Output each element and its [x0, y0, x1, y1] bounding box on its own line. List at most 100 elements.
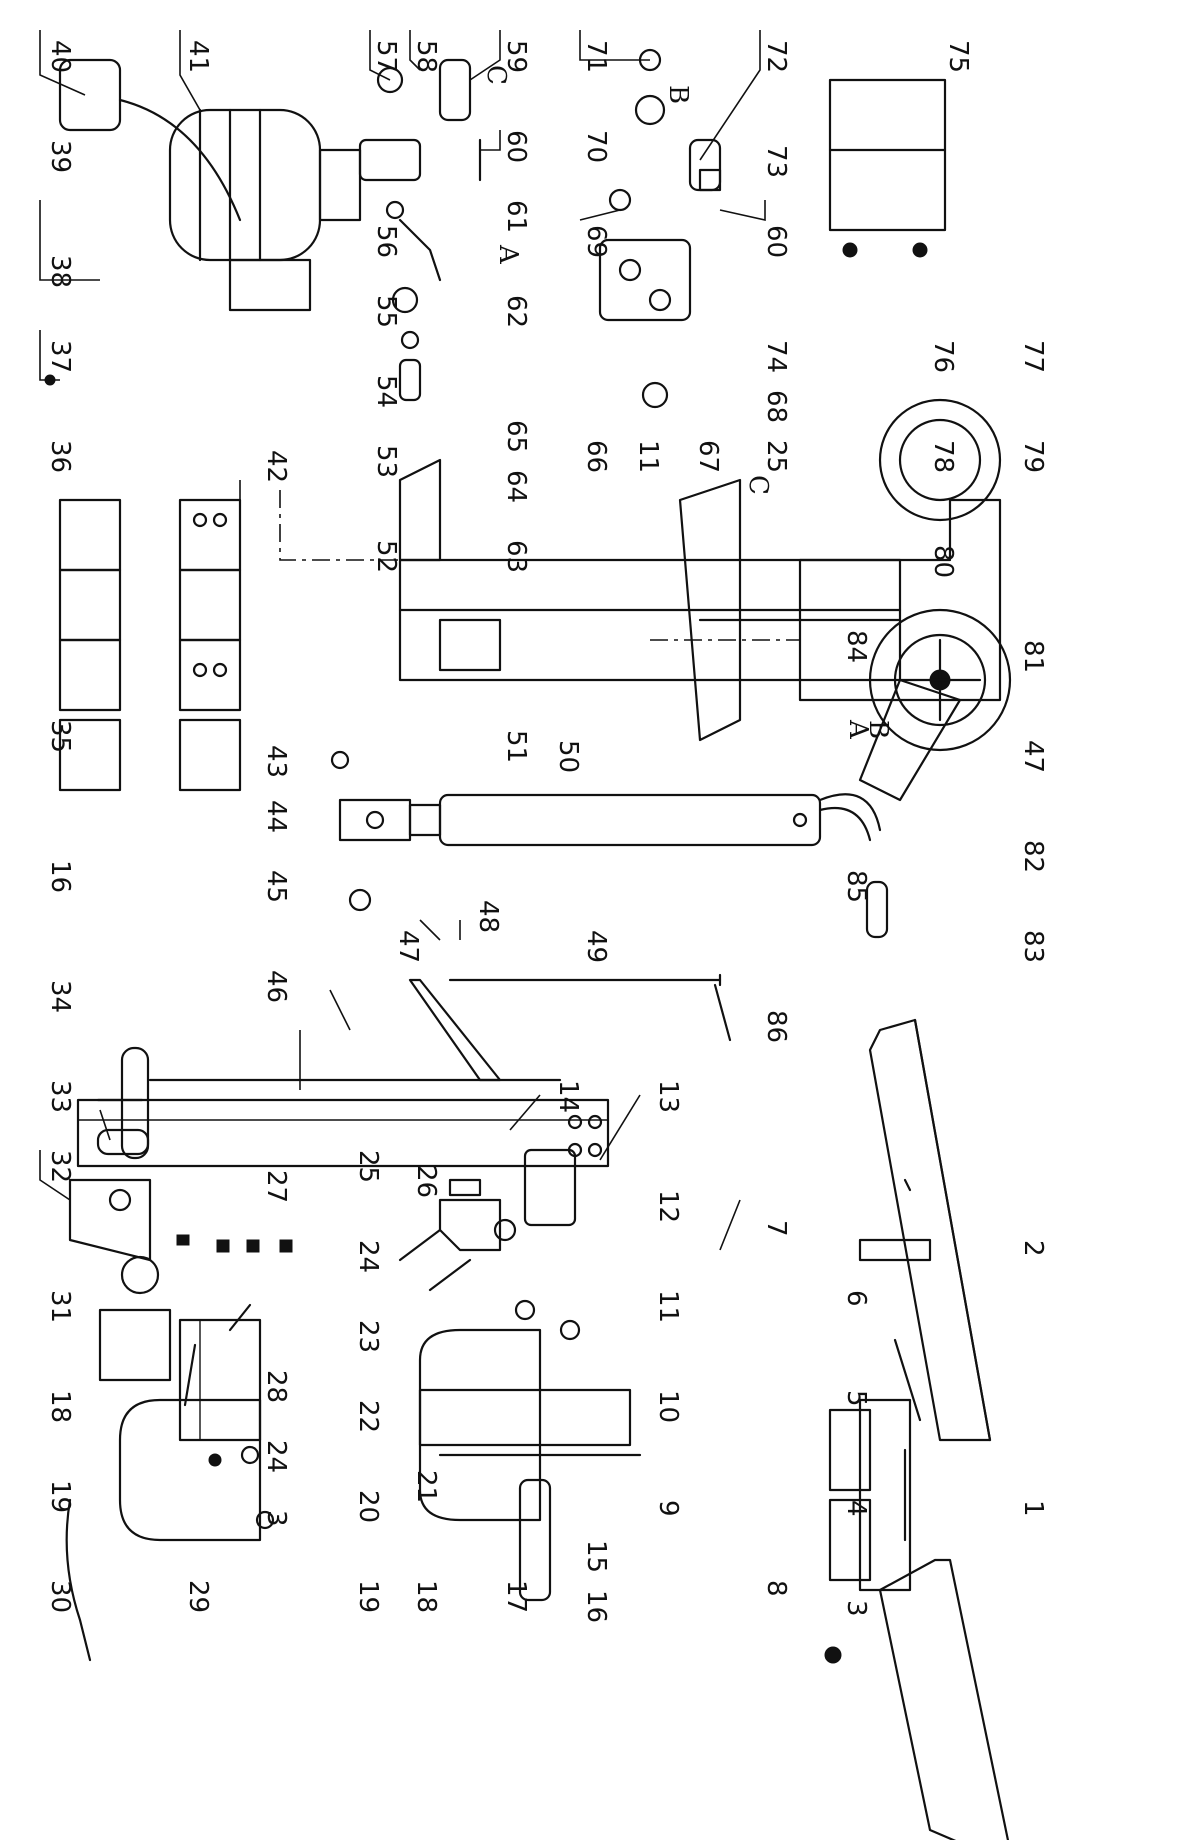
- part-number-labels: 40 41 57 58 59 71 72 75 39 60 70 73 61 5…: [45, 40, 1048, 1623]
- label-9: 9: [653, 1500, 683, 1517]
- label-4: 4: [841, 1500, 871, 1517]
- label-29: 29: [183, 1580, 213, 1613]
- work-table-2: [858, 1018, 992, 1442]
- lever-48: [408, 973, 732, 1082]
- label-64: 64: [501, 470, 531, 503]
- label-15: 15: [581, 1540, 611, 1573]
- letter-a-cylinder: A: [843, 719, 873, 740]
- label-39: 39: [45, 140, 75, 173]
- label-54: 54: [371, 375, 401, 408]
- label-59: 59: [501, 40, 531, 73]
- label-19-bot: 19: [353, 1580, 383, 1613]
- cutting-wedge: [68, 1178, 160, 1295]
- letter-b-cylinder: B: [863, 720, 893, 739]
- label-26: 26: [411, 1165, 441, 1198]
- hose-30: [65, 1498, 92, 1662]
- label-47-right: 47: [1018, 740, 1048, 773]
- main-frame-52: [398, 458, 902, 742]
- label-57: 57: [371, 40, 401, 73]
- label-42: 42: [261, 450, 291, 483]
- label-37: 37: [45, 340, 75, 373]
- washer-45: [348, 888, 372, 912]
- label-63: 63: [501, 540, 531, 573]
- label-61: 61: [501, 200, 531, 233]
- label-13: 13: [653, 1080, 683, 1113]
- label-65: 65: [501, 420, 531, 453]
- label-31: 31: [45, 1290, 75, 1323]
- label-49: 49: [581, 930, 611, 963]
- label-58: 58: [411, 40, 441, 73]
- label-50: 50: [553, 740, 583, 773]
- label-33: 33: [45, 1080, 75, 1113]
- leader-lines: [39, 30, 800, 1251]
- label-46: 46: [261, 970, 291, 1003]
- label-38: 38: [45, 255, 75, 288]
- label-84: 84: [841, 630, 871, 663]
- bolt-7: [893, 1338, 922, 1422]
- label-73: 73: [761, 145, 791, 178]
- label-83: 83: [1018, 930, 1048, 963]
- label-71: 71: [581, 40, 611, 73]
- label-48: 48: [473, 900, 503, 933]
- label-78: 78: [928, 440, 958, 473]
- label-5: 5: [841, 1390, 871, 1407]
- label-41: 41: [183, 40, 213, 73]
- label-44: 44: [261, 800, 291, 833]
- label-27: 27: [261, 1170, 291, 1203]
- label-12: 12: [653, 1190, 683, 1223]
- label-7: 7: [761, 1220, 791, 1237]
- label-16-bot: 16: [581, 1590, 611, 1623]
- label-72: 72: [761, 40, 791, 73]
- pump-assembly: [358, 58, 482, 402]
- label-56: 56: [371, 225, 401, 258]
- label-81: 81: [1018, 640, 1048, 673]
- label-69: 69: [581, 225, 611, 258]
- label-25-mid: 25: [353, 1150, 383, 1183]
- washer-43: [330, 750, 350, 770]
- label-51: 51: [501, 730, 531, 763]
- label-62: 62: [501, 295, 531, 328]
- label-21: 21: [411, 1470, 441, 1503]
- label-24-low: 24: [261, 1440, 291, 1473]
- label-66: 66: [581, 440, 611, 473]
- label-25-top: 25: [761, 440, 791, 473]
- label-2: 2: [1018, 1240, 1048, 1257]
- label-55: 55: [371, 295, 401, 328]
- label-67: 67: [693, 440, 723, 473]
- label-70: 70: [581, 130, 611, 163]
- letter-a-pump: A: [493, 244, 523, 265]
- label-18-bot: 18: [411, 1580, 441, 1613]
- label-30: 30: [45, 1580, 75, 1613]
- label-24-mid: 24: [353, 1240, 383, 1273]
- label-85: 85: [841, 870, 871, 903]
- label-53: 53: [371, 445, 401, 478]
- base-plate-1: [878, 1558, 1010, 1840]
- label-60-right: 60: [761, 225, 791, 258]
- label-18-top: 18: [45, 1390, 75, 1423]
- label-60-top: 60: [501, 130, 531, 163]
- cover-75: [828, 78, 947, 258]
- valve-assembly-74: [598, 48, 722, 409]
- label-52: 52: [371, 540, 401, 573]
- label-14: 14: [553, 1080, 583, 1113]
- foot-bracket-5: [824, 1398, 912, 1664]
- label-32: 32: [45, 1150, 75, 1183]
- label-28: 28: [261, 1370, 291, 1403]
- bolts-group-28: [176, 1234, 293, 1407]
- label-34: 34: [45, 980, 75, 1013]
- label-6: 6: [841, 1290, 871, 1307]
- letter-c-pump: C: [481, 65, 511, 85]
- label-86: 86: [761, 1010, 791, 1043]
- label-11-bot: 11: [653, 1290, 683, 1323]
- log-pusher: [98, 1308, 275, 1542]
- label-22: 22: [353, 1400, 383, 1433]
- handle-grip-top: [96, 1046, 150, 1160]
- label-8: 8: [761, 1580, 791, 1597]
- label-75: 75: [943, 40, 973, 73]
- label-77: 77: [1018, 340, 1048, 373]
- label-74: 74: [761, 340, 791, 373]
- letter-c-frame: C: [743, 475, 773, 495]
- label-10: 10: [653, 1390, 683, 1423]
